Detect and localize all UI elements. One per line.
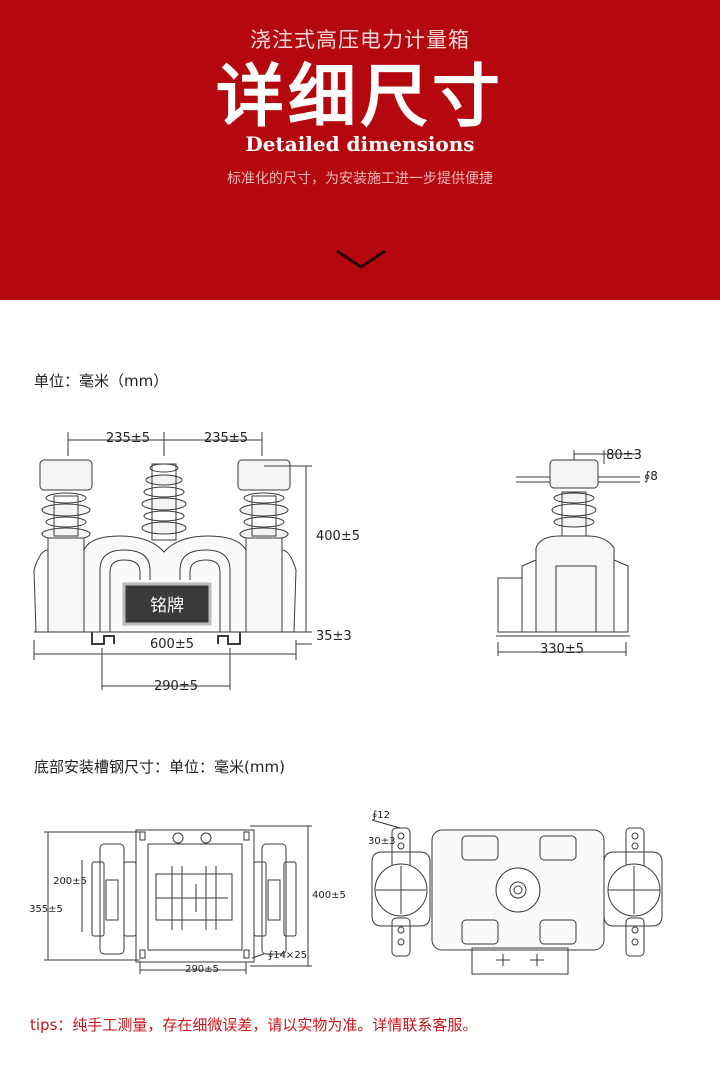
dim-offset: 30±3: [368, 836, 395, 847]
tips-note: tips：纯手工测量，存在细微误差，请以实物为准。详情联系客服。: [30, 1016, 478, 1034]
dim-height: 400±5: [316, 529, 360, 544]
dim-slot: ∮14×25: [268, 950, 307, 961]
section1-unit-label: 单位：毫米（mm）: [34, 372, 169, 390]
dim-left-outer: 355±5: [29, 904, 63, 915]
dim-hole: ∮12: [372, 810, 390, 821]
section2-unit-label: 底部安装槽钢尺寸：单位：毫米(mm): [34, 758, 285, 776]
chevron-down-icon: [336, 249, 386, 269]
dim-bolt-span: 290±5: [154, 679, 198, 694]
dim-top-right: 235±5: [204, 431, 248, 446]
dim-top-left: 235±5: [106, 431, 150, 446]
front-view-drawing: 铭牌 235±5 235±5 400±5 35±3 600±5 290±5 80…: [33, 431, 658, 694]
dim-rod: ∮8: [644, 469, 658, 483]
dim-width: 600±5: [150, 637, 194, 652]
header-banner: 浇注式高压电力计量箱 详细尺寸 Detailed dimensions 标准化的…: [0, 0, 720, 300]
dim-bottom-height: 400±5: [312, 890, 346, 901]
dim-base: 35±3: [316, 629, 352, 644]
header-description: 标准化的尺寸，为安装施工进一步提供便捷: [227, 171, 493, 187]
dim-left-inner: 200±5: [53, 876, 87, 887]
dim-side-width: 330±5: [540, 642, 584, 657]
header-subtitle: 浇注式高压电力计量箱: [250, 28, 470, 52]
nameplate-label: 铭牌: [150, 596, 184, 616]
header-title-en: Detailed dimensions: [245, 132, 475, 156]
header-title: 详细尺寸: [215, 58, 504, 137]
dim-bottom-span: 290±5: [185, 964, 219, 975]
bottom-view-drawing: 200±5 355±5 400±5 290±5 ∮14×25 ∮12 30±3: [29, 810, 663, 975]
dim-terminal: 80±3: [606, 448, 642, 463]
